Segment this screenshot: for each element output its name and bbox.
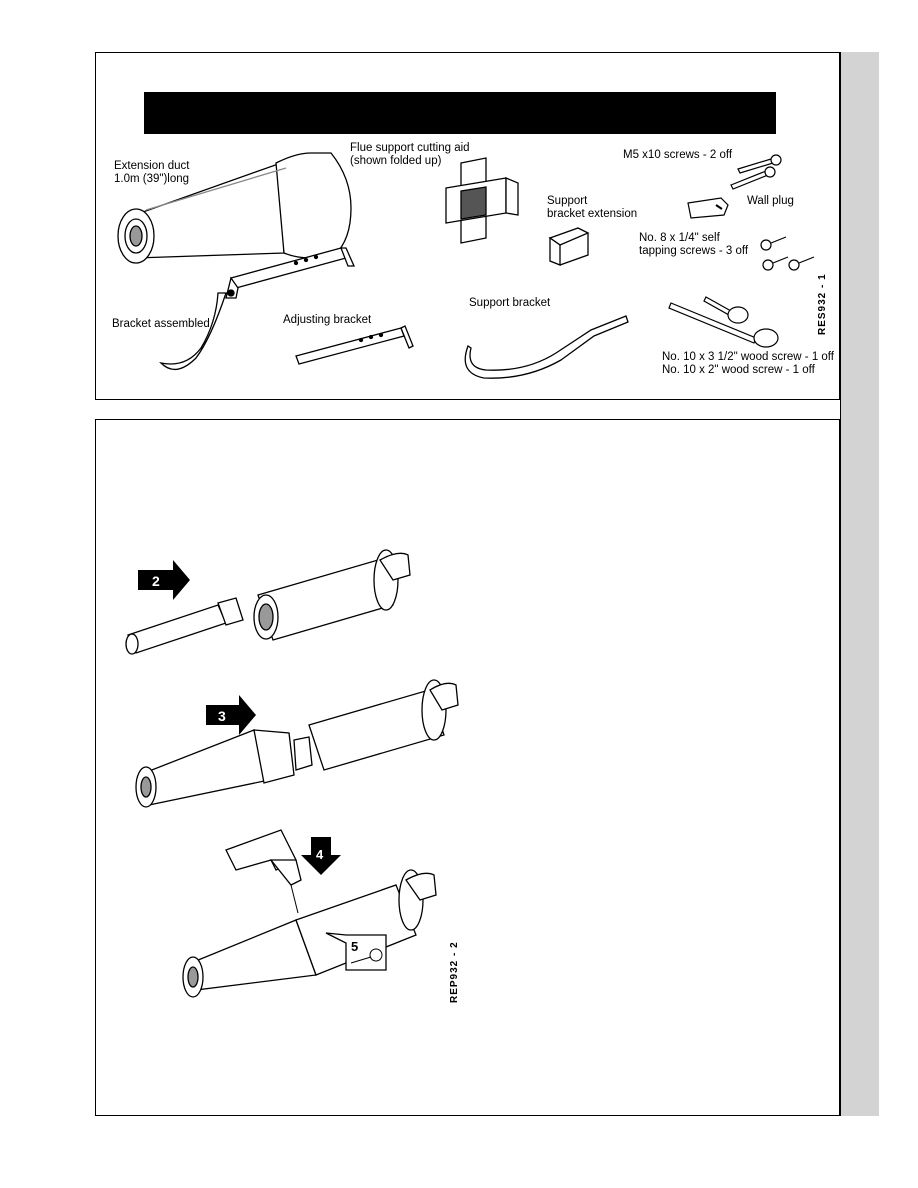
step3-label: 3 (218, 708, 226, 724)
bracket-extension-illustration (548, 227, 590, 266)
step3-arrow: 3 (206, 695, 256, 735)
bracket-assembled-label: Bracket assembled (112, 318, 210, 330)
adjusting-bracket-illustration (295, 325, 414, 365)
kit-contents-panel: Extension duct 1.0m (39")long Flue suppo… (95, 52, 840, 400)
wood-screws-illustration (668, 296, 779, 348)
assembly-panel: REP932 - 2 2 (95, 419, 840, 1116)
support-bracket-label: Support bracket (469, 297, 551, 309)
bracket-assembled-illustration (159, 247, 356, 370)
self-tapping-screws-label: No. 8 x 1/4" self tapping screws - 3 off (639, 232, 749, 257)
wood-screws-label: No. 10 x 3 1/2" wood screw - 1 off No. 1… (662, 351, 834, 376)
wall-plug-illustration (687, 197, 729, 219)
extension-duct-label: Extension duct 1.0m (39")long (114, 160, 190, 185)
step2-illustration: 2 (125, 549, 411, 655)
page-side-tab (840, 52, 879, 1116)
wall-plug-label: Wall plug (747, 195, 794, 207)
step4-label: 4 (316, 847, 324, 862)
step4-illustration: 4 5 (182, 829, 437, 998)
cutting-aid-illustration (445, 157, 519, 244)
bracket-extension-label: Support bracket extension (547, 195, 638, 220)
step2-label: 2 (152, 573, 160, 589)
step5-callout: 5 (325, 932, 387, 971)
step5-label: 5 (351, 939, 358, 954)
step4-arrow: 4 (301, 837, 341, 875)
support-bracket-illustration (464, 315, 629, 379)
step3-illustration: 3 (135, 679, 459, 808)
extension-duct-illustration (117, 152, 352, 264)
m5-screws-label: M5 x10 screws - 2 off (623, 149, 733, 161)
adjusting-bracket-label: Adjusting bracket (283, 314, 372, 326)
m5-screws-illustration (730, 154, 782, 190)
cutting-aid-label: Flue support cutting aid (shown folded u… (350, 142, 470, 167)
title-bar (144, 92, 776, 134)
step2-arrow: 2 (138, 560, 190, 600)
figure-code-res932: RES932 - 1 (817, 273, 828, 335)
self-tapping-screws-illustration (760, 236, 815, 271)
